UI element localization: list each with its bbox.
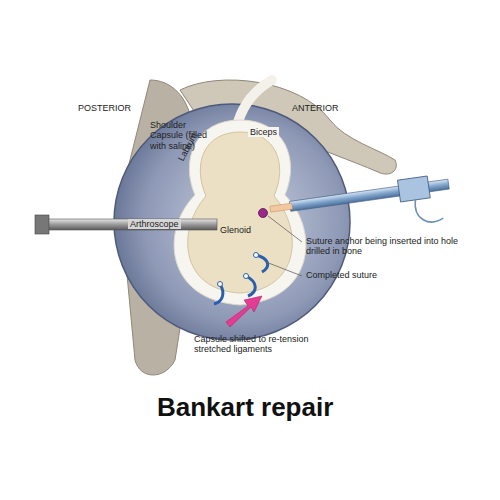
caption: Bankart repair xyxy=(157,392,333,423)
inserter-tip xyxy=(270,203,293,212)
shoulder-capsule xyxy=(114,104,350,340)
suture xyxy=(256,255,268,272)
inserter-handle xyxy=(397,176,430,202)
view-label: POSTERIOR xyxy=(78,103,131,113)
leader-line xyxy=(268,216,302,242)
part-label: Glenoid xyxy=(220,225,251,235)
arthroscope xyxy=(45,219,217,230)
suture xyxy=(246,276,255,296)
leader-line xyxy=(266,262,302,276)
view-label: ANTERIOR xyxy=(292,103,339,113)
suture-knot xyxy=(218,282,223,287)
glenoid xyxy=(188,132,293,293)
callout-note: Completed suture xyxy=(306,270,377,280)
suture-anchor xyxy=(259,209,268,218)
arthroscope-handle xyxy=(35,215,49,234)
shift-arrow xyxy=(226,296,262,327)
biceps-tendon xyxy=(238,80,272,122)
suture-knot xyxy=(254,253,259,258)
suture xyxy=(214,284,223,304)
suture-knot xyxy=(244,274,249,279)
part-label: Shoulder Capsule (filled with saline) xyxy=(150,120,210,151)
part-label: Arthroscope xyxy=(128,219,181,229)
inserter-tube xyxy=(414,196,443,224)
callout-note: Capsule shifted to re-tension stretched … xyxy=(194,334,344,355)
callout-note: Suture anchor being inserted into hole d… xyxy=(306,236,466,257)
part-label: Biceps xyxy=(248,127,279,137)
